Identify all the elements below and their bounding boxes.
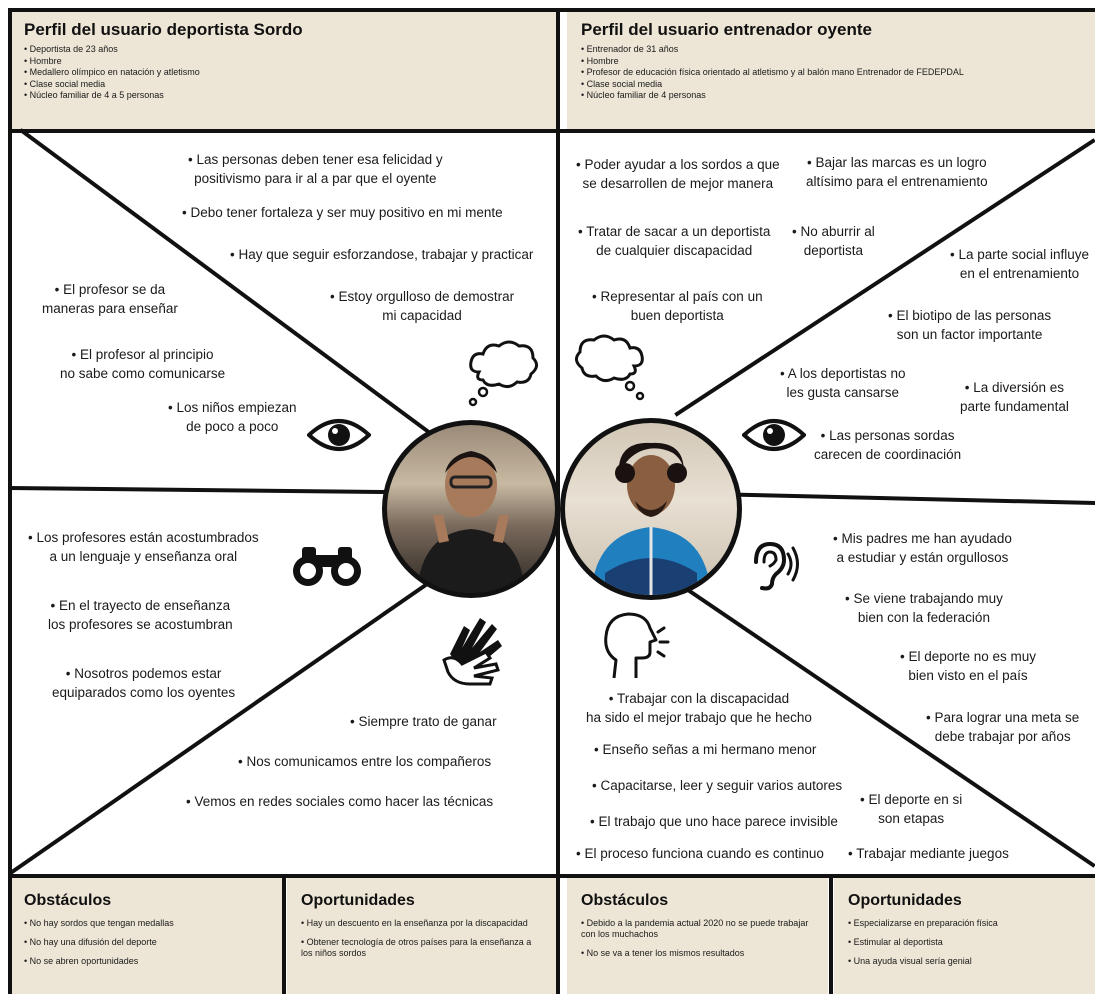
left-hear-quote-1: Los profesores están acostumbrados a un … <box>28 528 258 566</box>
left-think-quote-1: Las personas deben tener esa felicidad y… <box>188 150 443 188</box>
panel-title: Obstáculos <box>581 892 669 909</box>
left-hear-quote-2: En el trayecto de enseñanza los profesor… <box>48 596 233 634</box>
right-see-quote-4: La diversión es parte fundamental <box>960 378 1069 416</box>
left-profile-list: Deportista de 23 años Hombre Medallero o… <box>24 44 544 102</box>
panel-list: Debido a la pandemia actual 2020 no se p… <box>581 918 814 959</box>
right-think-quote-4: No aburrir al deportista <box>792 222 874 260</box>
list-item: Entrenador de 31 años <box>581 44 1081 56</box>
list-item: Debido a la pandemia actual 2020 no se p… <box>581 918 814 940</box>
right-say-quote-1: Trabajar con la discapacidad ha sido el … <box>586 689 812 727</box>
list-item: Hombre <box>24 56 544 68</box>
eye-icon <box>307 419 371 451</box>
list-item: Hombre <box>581 56 1081 68</box>
ear-icon <box>754 542 799 591</box>
right-see-quote-1: La parte social influye en el entrenamie… <box>950 245 1089 283</box>
right-horizontal <box>704 491 1095 506</box>
right-profile-list: Entrenador de 31 años Hombre Profesor de… <box>581 44 1081 102</box>
panel-title: Obstáculos <box>24 892 112 909</box>
list-item: Una ayuda visual sería genial <box>848 956 1081 967</box>
right-say-quote-3: Capacitarse, leer y seguir varios autore… <box>592 776 842 795</box>
list-item: No se va a tener los mismos resultados <box>581 948 814 959</box>
list-item: Estimular al deportista <box>848 937 1081 948</box>
left-horizontal <box>7 485 388 495</box>
speaking-head-icon <box>604 612 670 679</box>
right-lower-diagonal <box>685 587 1095 868</box>
right-obstacles-panel: Obstáculos Debido a la pandemia actual 2… <box>567 878 828 994</box>
right-say-quote-7: Trabajar mediante juegos <box>848 844 1009 863</box>
right-say-quote-4: El deporte en si son etapas <box>860 790 962 828</box>
right-see-quote-5: Las personas sordas carecen de coordinac… <box>814 426 961 464</box>
right-profile-panel: Perfil del usuario entrenador oyente Ent… <box>567 10 1095 130</box>
left-lower-diagonal <box>9 579 433 875</box>
binoculars-icon <box>293 547 361 586</box>
right-say-quote-5: El trabajo que uno hace parece invisible <box>590 812 837 831</box>
person-silhouette-icon <box>591 442 711 595</box>
left-hear-quote-3: Nosotros podemos estar equiparados como … <box>52 664 235 702</box>
panel-list: Hay un descuento en la enseñanza por la … <box>301 918 544 959</box>
left-obstacles-panel: Obstáculos No hay sordos que tengan meda… <box>10 878 282 994</box>
left-see-quote-1: El profesor se da maneras para enseñar <box>42 280 178 318</box>
right-opportunities-panel: Oportunidades Especializarse en preparac… <box>834 878 1095 994</box>
panel-list: No hay sordos que tengan medallas No hay… <box>24 918 268 967</box>
left-see-quote-3: Los niños empiezan de poco a poco <box>168 398 296 436</box>
left-see-quote-2: El profesor al principio no sabe como co… <box>60 345 225 383</box>
left-profile-title: Perfil del usuario deportista Sordo <box>24 20 303 39</box>
list-item: No hay una difusión del deporte <box>24 937 268 948</box>
list-item: No se abren oportunidades <box>24 956 268 967</box>
right-hear-quote-1: Mis padres me han ayudado a estudiar y e… <box>833 529 1011 567</box>
left-say-quote-3: Vemos en redes sociales como hacer las t… <box>186 792 493 811</box>
right-hear-quote-2: Se viene trabajando muy bien con la fede… <box>845 589 1002 627</box>
list-item: Núcleo familiar de 4 a 5 personas <box>24 90 544 102</box>
right-profile-title: Perfil del usuario entrenador oyente <box>581 20 872 39</box>
list-item: Medallero olímpico en natación y atletis… <box>24 67 544 79</box>
right-hear-quote-4: Para lograr una meta se debe trabajar po… <box>926 708 1079 746</box>
right-say-quote-2: Enseño señas a mi hermano menor <box>594 740 816 759</box>
left-profile-panel: Perfil del usuario deportista Sordo Depo… <box>10 10 558 130</box>
list-item: Especializarse en preparación física <box>848 918 1081 929</box>
right-see-quote-2: El biotipo de las personas son un factor… <box>888 306 1051 344</box>
left-say-quote-1: Siempre trato de ganar <box>350 712 496 731</box>
list-item: Hay un descuento en la enseñanza por la … <box>301 918 544 929</box>
left-opportunities-panel: Oportunidades Hay un descuento en la ens… <box>287 878 558 994</box>
panel-list: Especializarse en preparación física Est… <box>848 918 1081 967</box>
left-upper-diagonal <box>19 128 433 436</box>
panel-title: Oportunidades <box>848 892 962 909</box>
list-item: Deportista de 23 años <box>24 44 544 56</box>
right-upper-diagonal <box>674 138 1095 417</box>
right-think-quote-1: Poder ayudar a los sordos a que se desar… <box>576 155 780 193</box>
person-silhouette-icon <box>417 451 525 593</box>
list-item: Obtener tecnología de otros países para … <box>301 937 544 959</box>
eye-icon <box>742 419 806 451</box>
list-item: No hay sordos que tengan medallas <box>24 918 268 929</box>
hearing-coach-photo <box>560 418 742 600</box>
right-see-quote-3: A los deportistas no les gusta cansarse <box>780 364 906 402</box>
list-item: Clase social media <box>24 79 544 91</box>
deaf-athlete-photo <box>382 420 560 598</box>
left-think-quote-2: Debo tener fortaleza y ser muy positivo … <box>182 203 502 222</box>
panel-title: Oportunidades <box>301 892 415 909</box>
list-item: Núcleo familiar de 4 personas <box>581 90 1081 102</box>
left-say-quote-2: Nos comunicamos entre los compañeros <box>238 752 491 771</box>
thought-cloud-icon <box>575 334 645 401</box>
left-think-quote-4: Estoy orgulloso de demostrar mi capacida… <box>330 287 514 325</box>
right-think-quote-5: Representar al país con un buen deportis… <box>592 287 762 325</box>
sign-language-hands-icon <box>442 618 502 686</box>
list-item: Clase social media <box>581 79 1081 91</box>
right-hear-quote-3: El deporte no es muy bien visto en el pa… <box>900 647 1036 685</box>
right-think-quote-3: Tratar de sacar a un deportista de cualq… <box>578 222 770 260</box>
right-say-quote-6: El proceso funciona cuando es continuo <box>576 844 823 863</box>
right-think-quote-2: Bajar las marcas es un logro altísimo pa… <box>806 153 988 191</box>
thought-cloud-icon <box>468 340 538 407</box>
left-think-quote-3: Hay que seguir esforzandose, trabajar y … <box>230 245 533 264</box>
list-item: Profesor de educación física orientado a… <box>581 67 1081 79</box>
